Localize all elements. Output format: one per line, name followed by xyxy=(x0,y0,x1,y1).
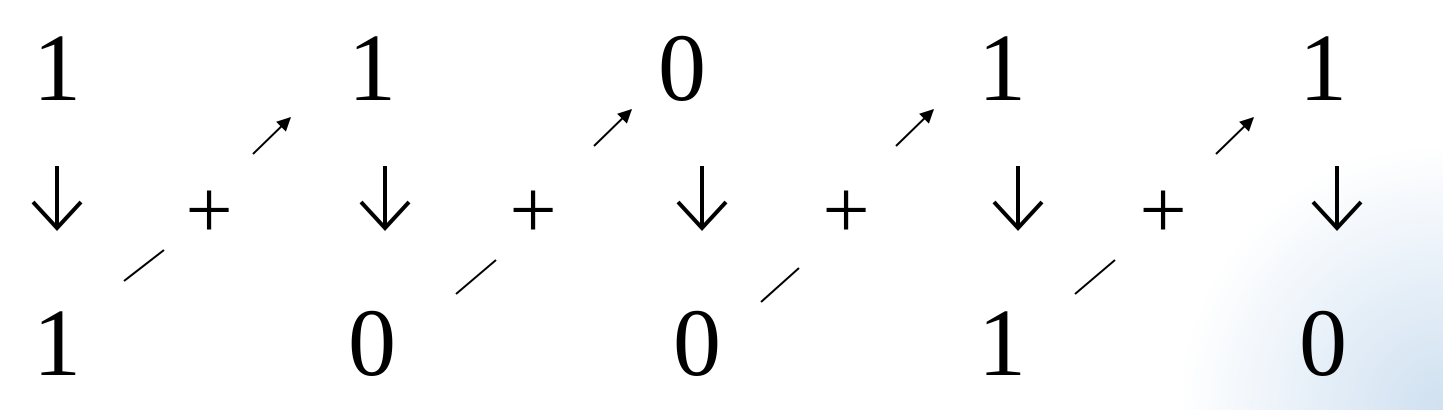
diagonal-carry-arrow-icon xyxy=(1074,259,1116,295)
bottom-bit-4: 1 xyxy=(978,289,1026,396)
bottom-bit-1: 1 xyxy=(33,289,81,396)
top-bit-3: 0 xyxy=(658,14,706,121)
diagonal-carry-arrow-icon xyxy=(895,109,935,147)
diagonal-carry-arrow-icon xyxy=(593,109,633,147)
diagonal-carry-arrow-icon xyxy=(1215,117,1255,155)
diagonal-carry-arrow-icon xyxy=(455,259,497,295)
top-bit-4: 1 xyxy=(978,14,1026,121)
diagonal-carry-arrow-icon xyxy=(760,267,800,303)
down-arrow-icon xyxy=(359,166,411,231)
top-bit-5: 1 xyxy=(1299,14,1347,121)
bottom-bit-5: 0 xyxy=(1299,289,1347,396)
bottom-bit-2: 0 xyxy=(348,289,396,396)
plus-operator-4: + xyxy=(1139,164,1187,257)
diagonal-carry-arrow-icon xyxy=(123,249,165,282)
down-arrow-icon xyxy=(1311,166,1363,231)
down-arrow-icon xyxy=(31,166,83,231)
down-arrow-icon xyxy=(676,166,728,231)
top-bit-1: 1 xyxy=(33,14,81,121)
plus-operator-1: + xyxy=(185,164,233,257)
down-arrow-icon xyxy=(992,166,1044,231)
bottom-bit-3: 0 xyxy=(673,289,721,396)
top-bit-2: 1 xyxy=(348,14,396,121)
diagonal-carry-arrow-icon xyxy=(252,117,292,155)
plus-operator-2: + xyxy=(509,164,557,257)
plus-operator-3: + xyxy=(822,164,870,257)
